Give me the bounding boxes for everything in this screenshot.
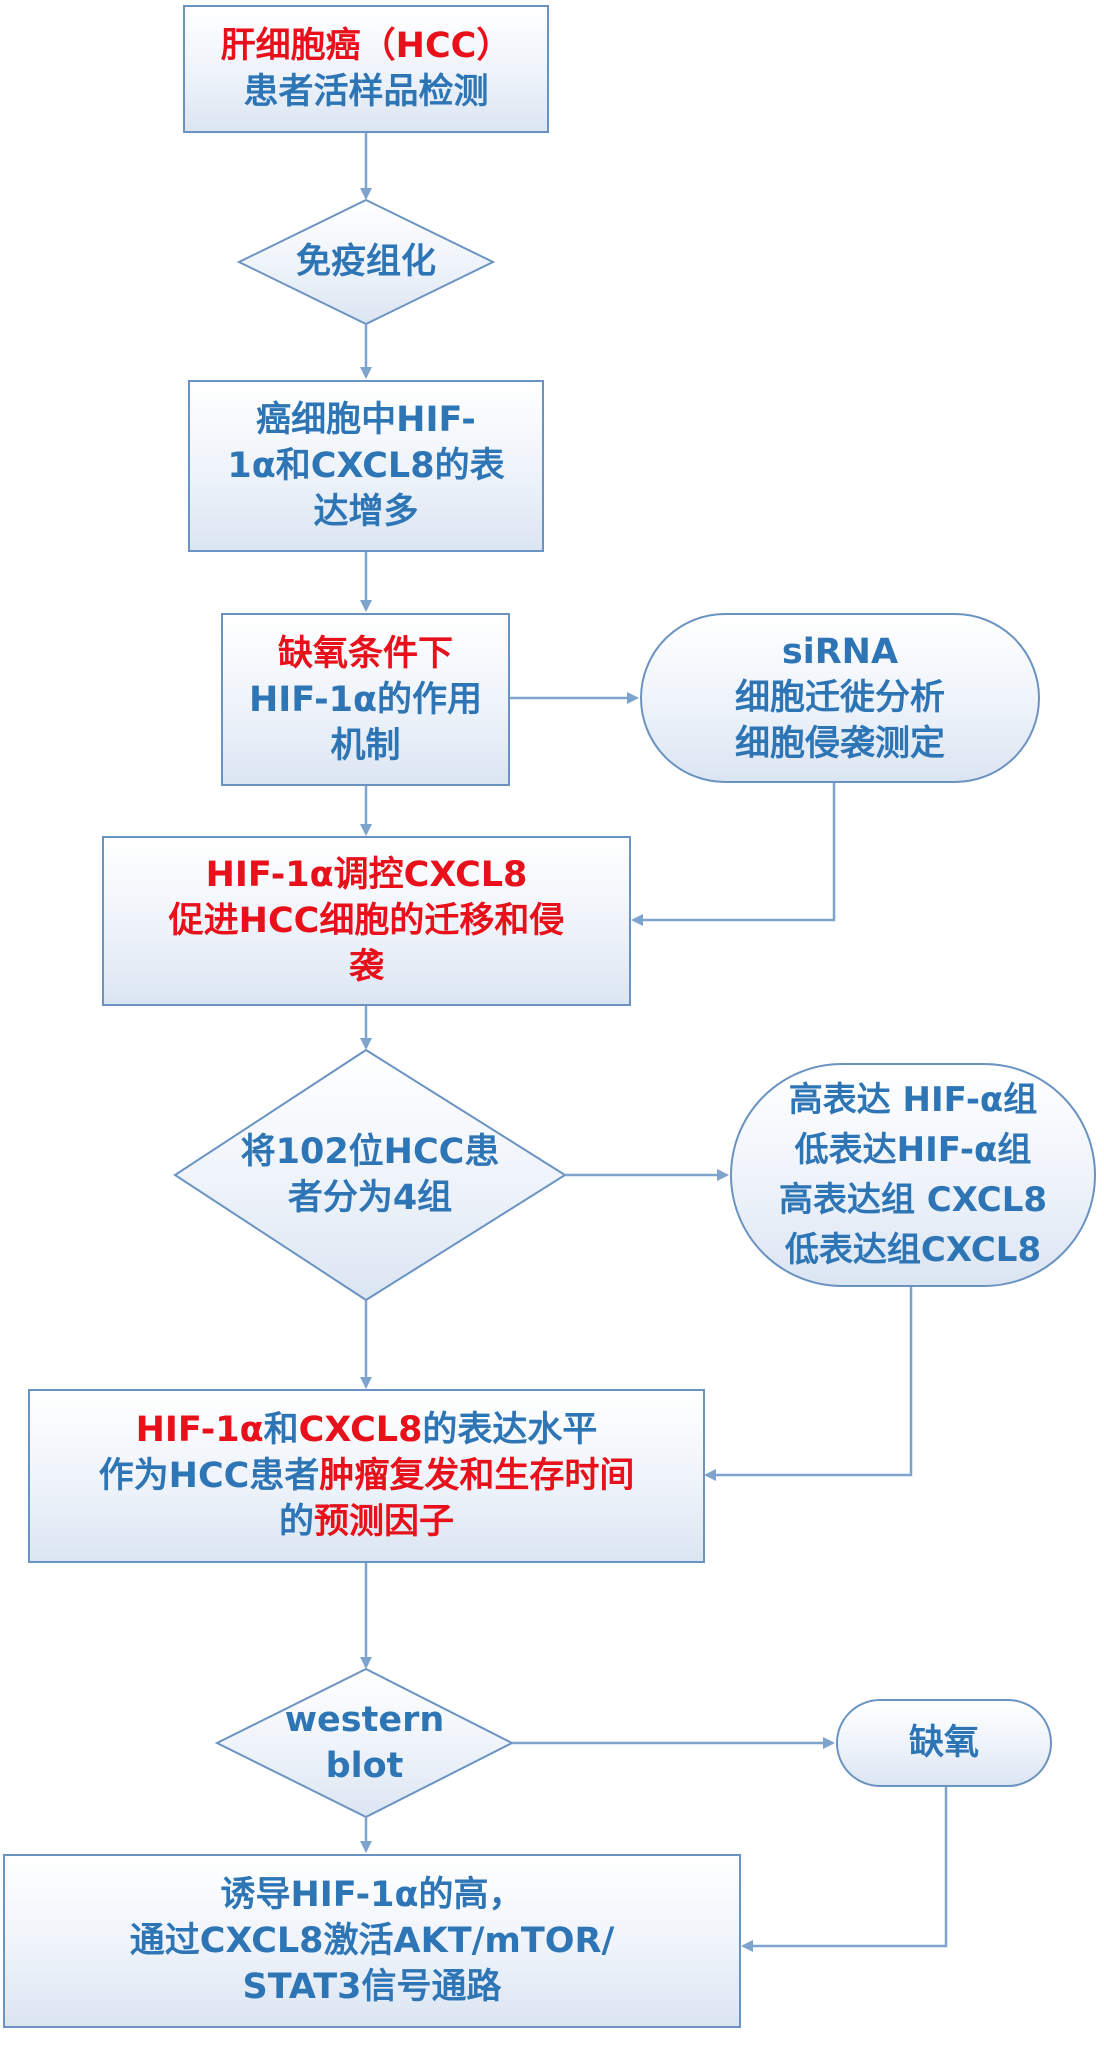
highlight-text: HIF-1α <box>135 1410 264 1450</box>
node-text-line: 促进HCC细胞的迁移和侵 <box>169 898 565 944</box>
node-text: 高表达组 CXCL8 <box>778 1180 1048 1220</box>
highlight-text: 预测因子 <box>314 1502 455 1542</box>
node-text: 低表达组CXCL8 <box>784 1230 1042 1270</box>
node-text-line: 低表达组CXCL8 <box>785 1225 1041 1275</box>
node-prognostic-factor: HIF-1α和CXCL8的表达水平作为HCC患者肿瘤复发和生存时间的预测因子 <box>28 1389 705 1563</box>
node-text-line: blot <box>326 1743 404 1789</box>
node-text-line: 1α和CXCL8的表 <box>227 443 504 489</box>
node-hcc-sample-detection: 肝细胞癌（HCC） 患者活样品检测 <box>183 5 549 133</box>
node-text: blot <box>325 1746 404 1786</box>
node-hypoxia: 缺氧 <box>836 1699 1052 1787</box>
node-text-line: 将102位HCC患 <box>241 1129 500 1175</box>
node-text-line: 者分为4组 <box>288 1175 452 1221</box>
node-text-line: 癌细胞中HIF- <box>256 397 476 443</box>
node-text-line: 缺氧 <box>909 1720 979 1766</box>
highlight-text: CXCL8 <box>298 1410 423 1450</box>
node-text: 作为HCC患者 <box>98 1456 320 1496</box>
node-text-line: western <box>285 1697 445 1743</box>
node-text: 通过CXCL8激活AKT/mTOR/ <box>129 1921 615 1961</box>
node-text-line: HIF-1α和CXCL8的表达水平 <box>136 1407 598 1453</box>
node-text-line: HIF-1α调控CXCL8 <box>206 852 528 898</box>
connector-11-12 <box>741 1787 948 1952</box>
node-four-groups: 高表达 HIF-α组低表达HIF-α组高表达组 CXCL8 低表达组CXCL8 <box>730 1063 1096 1287</box>
node-text-line: 患者活样品检测 <box>243 69 488 115</box>
highlight-text: 肿瘤复发和生存时间 <box>319 1456 635 1496</box>
node-text: 免疫组化 <box>295 242 436 282</box>
node-immunohistochemistry: 免疫组化 <box>239 200 493 324</box>
node-text: HIF-1α的作用 <box>248 679 483 720</box>
node-hif-cxcl8-migration: HIF-1α调控CXCL8 促进HCC细胞的迁移和侵袭 <box>102 836 631 1006</box>
node-text-line: 的预测因子 <box>279 1499 454 1545</box>
node-text: 缺氧 <box>908 1723 979 1763</box>
node-text: 细胞侵袭测定 <box>734 724 945 764</box>
node-text-line: 机制 <box>330 723 400 769</box>
highlight-text: 缺氧条件下 <box>277 633 453 674</box>
node-text: 的 <box>278 1502 314 1542</box>
node-text-line: 细胞侵袭测定 <box>735 721 945 767</box>
node-text: 达增多 <box>313 492 419 532</box>
node-text-line: 高表达 HIF-α组 <box>789 1075 1038 1125</box>
node-text: 患者活样品检测 <box>243 72 489 112</box>
node-hif-cxcl8-expression-up: 癌细胞中HIF- 1α和CXCL8的表达增多 <box>188 380 544 552</box>
node-text-line: 细胞迁徙分析 <box>735 675 945 721</box>
node-hypoxia-mechanism: 缺氧条件下 HIF-1α的作用机制 <box>221 613 510 786</box>
highlight-text: HIF-1α调控CXCL8 <box>205 855 528 895</box>
node-text-line: 低表达HIF-α组 <box>795 1125 1032 1175</box>
node-text: 将102位HCC患 <box>240 1132 500 1172</box>
node-text-line: STAT3信号通路 <box>243 1964 502 2010</box>
node-text-line: 免疫组化 <box>296 239 436 285</box>
node-text-line: 缺氧条件下 <box>278 631 453 677</box>
highlight-text: 肝细胞癌（HCC） <box>220 26 512 66</box>
node-text: 和 <box>263 1410 299 1450</box>
node-text: 癌细胞中HIF- <box>256 400 476 440</box>
node-text-line: 通过CXCL8激活AKT/mTOR/ <box>130 1918 614 1964</box>
node-text: 机制 <box>330 725 401 766</box>
node-text: 细胞迁徙分析 <box>734 678 945 718</box>
node-text: 低表达HIF-α组 <box>794 1130 1032 1170</box>
node-text-line: 袭 <box>349 944 384 990</box>
node-text-line: 肝细胞癌（HCC） <box>221 23 512 69</box>
node-text-line: HIF-1α的作用 <box>249 677 482 723</box>
node-grouping-102-patients: 将102位HCC患者分为4组 <box>175 1050 565 1300</box>
node-text: western <box>284 1700 445 1740</box>
node-western-blot: western blot <box>217 1669 512 1817</box>
node-akt-mtor-stat3-pathway: 诱导HIF-1α的高， 通过CXCL8激活AKT/mTOR/STAT3信号通路 <box>3 1854 741 2028</box>
node-text: siRNA <box>781 632 899 672</box>
node-text-line: siRNA <box>782 629 898 675</box>
node-text: 高表达 HIF-α组 <box>788 1080 1038 1120</box>
node-text: 1α和CXCL8的表 <box>227 446 505 486</box>
node-text: 的表达水平 <box>422 1410 598 1450</box>
node-sirna-assays: siRNA 细胞迁徙分析细胞侵袭测定 <box>640 613 1040 783</box>
node-text: 者分为4组 <box>287 1178 453 1218</box>
node-text: 诱导HIF-1α的高， <box>220 1875 524 1915</box>
connector-8-9 <box>704 1287 913 1481</box>
highlight-text: 促进HCC细胞的迁移和侵 <box>168 901 565 941</box>
node-text-line: 作为HCC患者肿瘤复发和生存时间 <box>99 1453 635 1499</box>
node-text-line: 诱导HIF-1α的高， <box>220 1872 523 1918</box>
connector-5-6 <box>631 783 836 926</box>
node-text-line: 达增多 <box>313 489 418 535</box>
highlight-text: 袭 <box>348 947 384 987</box>
node-text: STAT3信号通路 <box>242 1967 502 2007</box>
node-text-line: 高表达组 CXCL8 <box>779 1175 1047 1225</box>
